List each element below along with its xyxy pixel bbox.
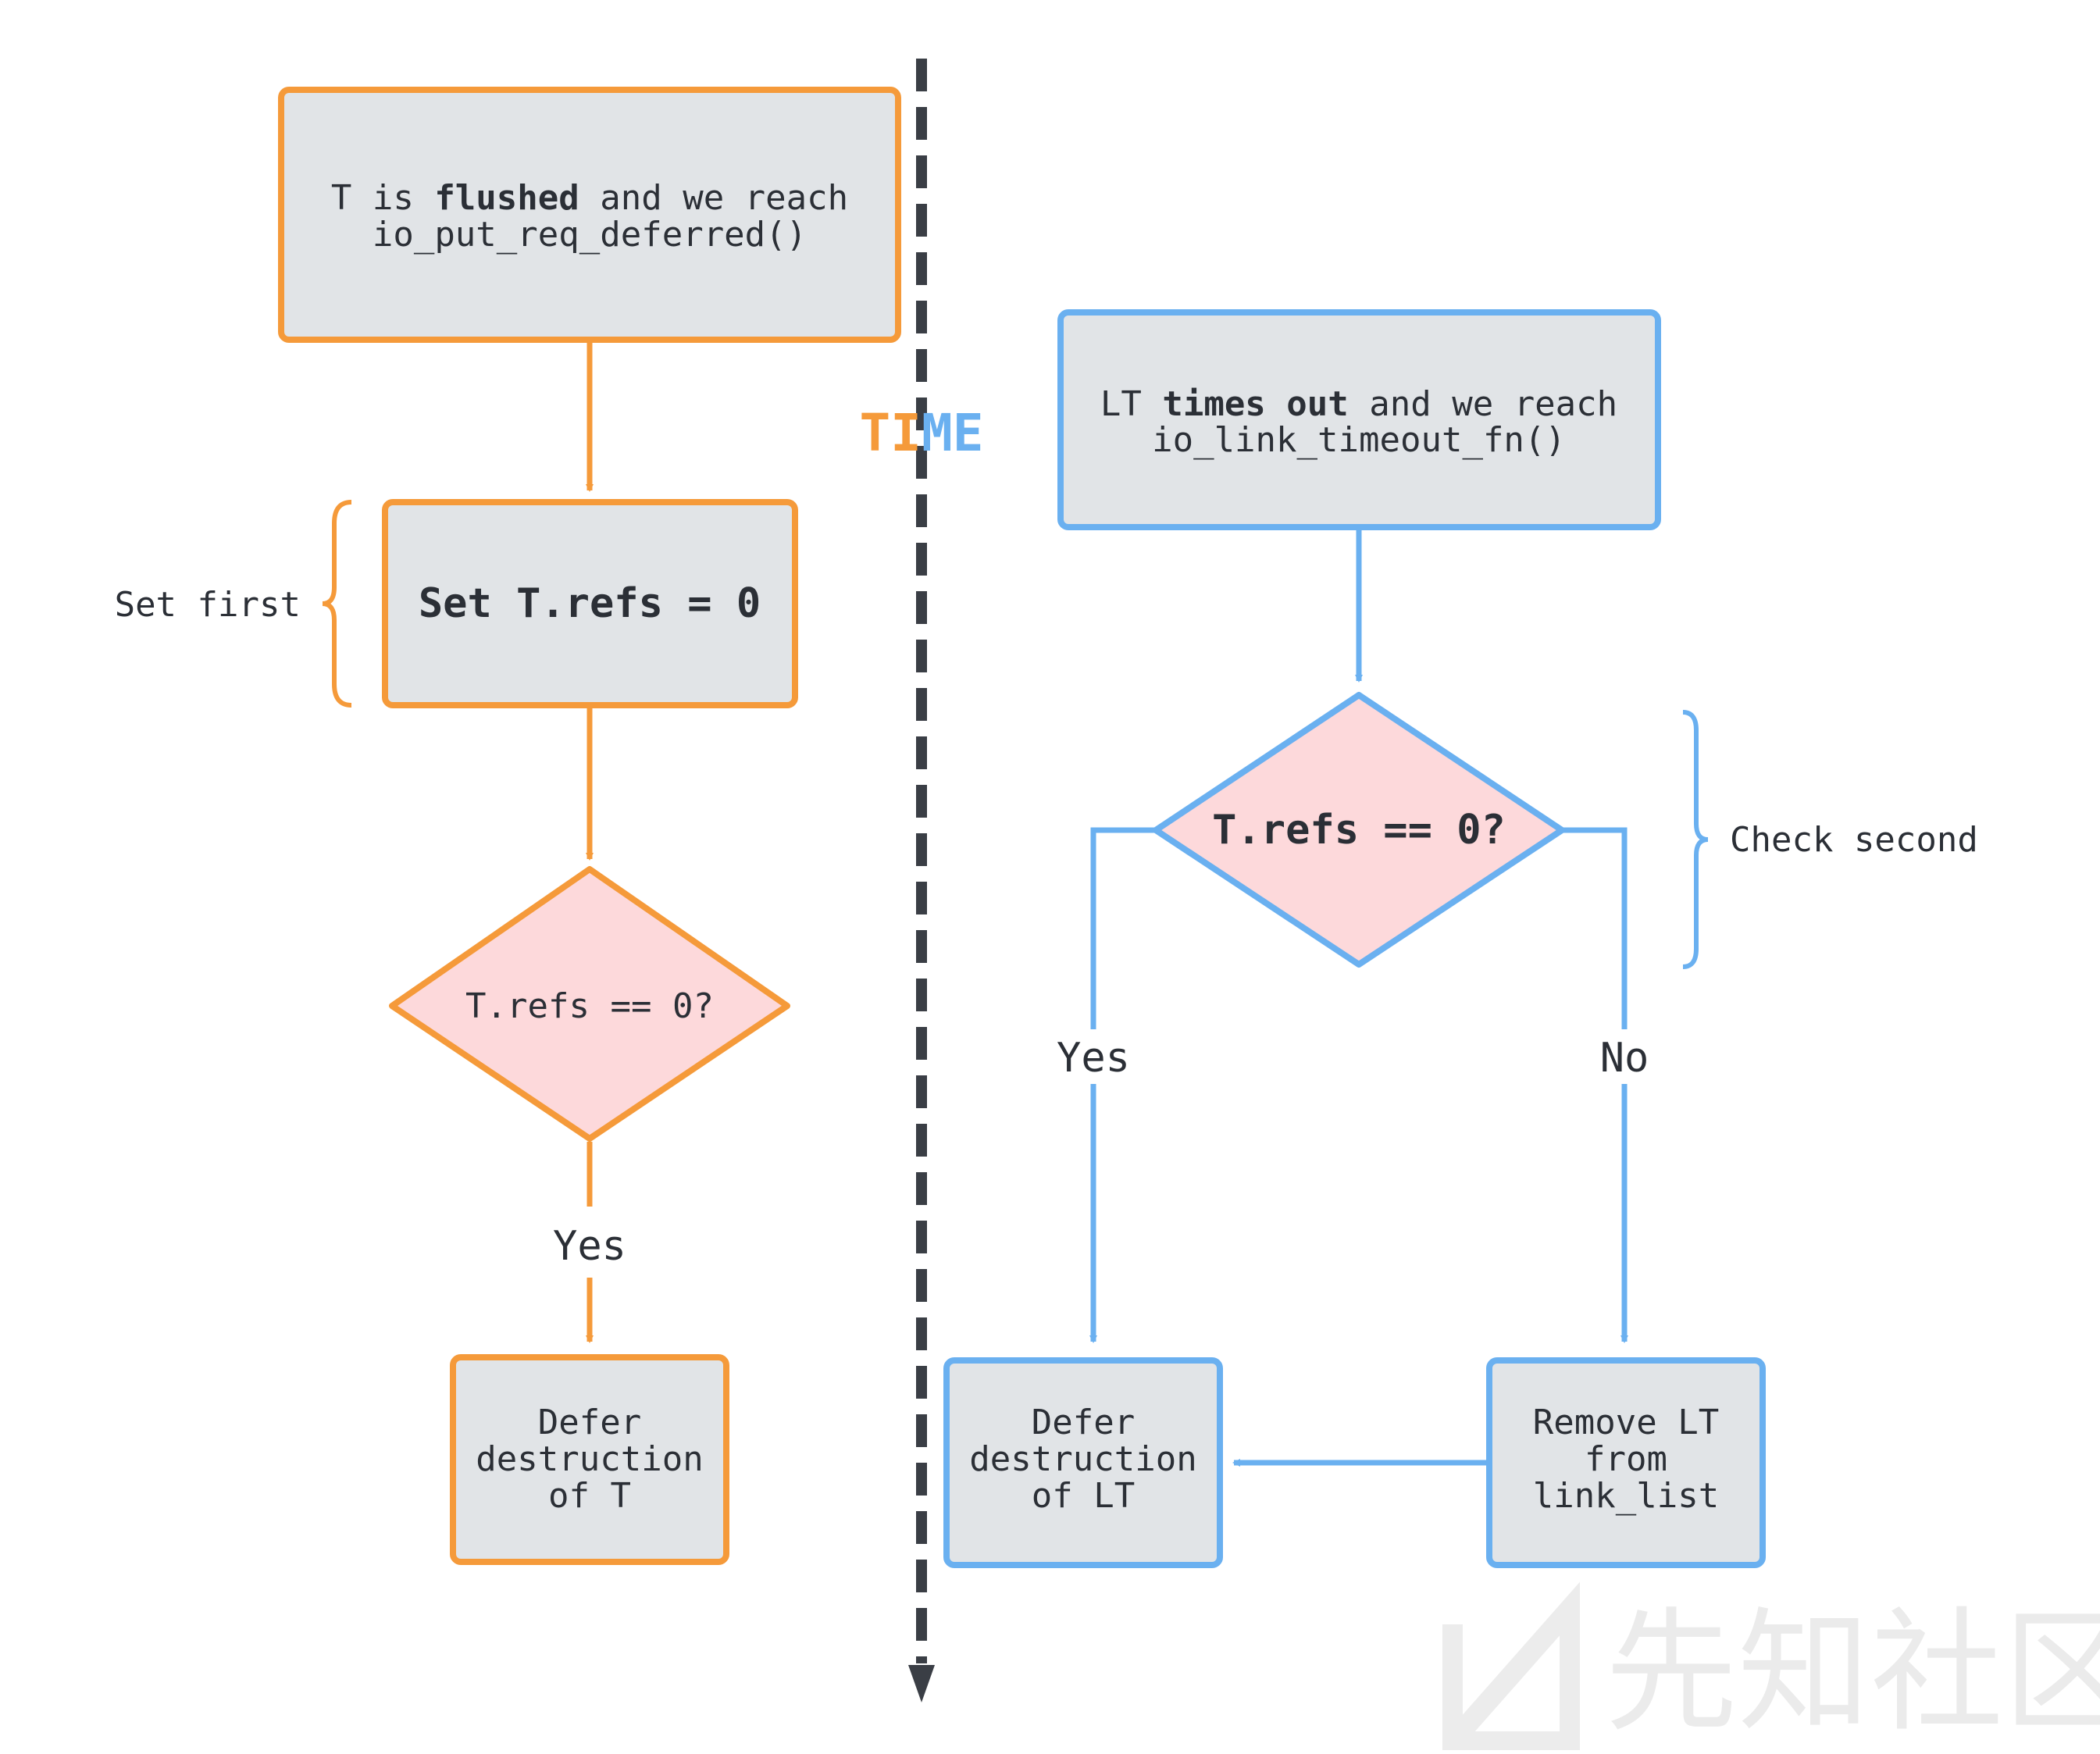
right-flow: LT times out and we reach io_link_timeou… xyxy=(943,309,1978,1568)
left-set-box xyxy=(382,499,798,708)
timeline-label: TIME xyxy=(860,403,984,463)
left-yes-label: Yes xyxy=(553,1223,626,1270)
right-yes-label: Yes xyxy=(1057,1035,1130,1082)
right-remove-line3: link_list xyxy=(1533,1476,1719,1516)
right-no-line-upper xyxy=(1562,827,1628,1029)
right-decision-label: T.refs == 0? xyxy=(1212,807,1506,854)
right-remove-line2: from xyxy=(1585,1439,1667,1479)
right-defer-line1: Defer xyxy=(1032,1403,1135,1442)
right-defer-line3: of LT xyxy=(1032,1476,1135,1516)
right-start-line1: LT times out and we reach xyxy=(1100,384,1617,424)
left-start-box xyxy=(278,87,901,343)
right-defer-box xyxy=(943,1357,1223,1568)
left-brace-label: Set first xyxy=(115,585,301,625)
right-start-line2: io_link_timeout_fn() xyxy=(1152,420,1566,460)
right-yes-line-upper xyxy=(1090,827,1156,1029)
right-decision-diamond xyxy=(1153,692,1565,968)
right-start-box xyxy=(1057,309,1661,530)
right-remove-box xyxy=(1486,1357,1766,1568)
left-end-line1: Defer xyxy=(538,1403,641,1442)
left-end-line3: of T xyxy=(548,1476,631,1516)
watermark-text: 先知社区 xyxy=(1605,1595,2100,1750)
xianzhi-logo-icon xyxy=(1442,1581,1580,1754)
left-end-box xyxy=(450,1354,729,1565)
left-brace xyxy=(322,500,352,708)
right-remove-line1: Remove LT xyxy=(1533,1403,1719,1442)
watermark: 先知社区 xyxy=(1442,1581,2100,1754)
right-brace-label: Check second xyxy=(1730,820,1978,860)
timeline-arrowhead-icon xyxy=(908,1665,935,1702)
left-set-label: Set T.refs = 0 xyxy=(419,580,761,627)
right-brace xyxy=(1682,710,1709,969)
timeline-label-part1: TI xyxy=(860,403,922,463)
left-start-line2: io_put_req_deferred() xyxy=(373,215,807,255)
left-flow: T is flushed and we reach io_put_req_def… xyxy=(115,87,901,1565)
left-start-line1: T is flushed and we reach xyxy=(331,178,848,218)
left-decision-label: T.refs == 0? xyxy=(465,986,714,1026)
right-no-label: No xyxy=(1600,1035,1649,1082)
left-decision-diamond xyxy=(389,866,790,1142)
left-end-line2: destruction xyxy=(476,1439,703,1479)
timeline: TIME xyxy=(860,59,984,1702)
timeline-label-part2: ME xyxy=(922,403,983,463)
right-defer-line2: destruction xyxy=(969,1439,1196,1479)
